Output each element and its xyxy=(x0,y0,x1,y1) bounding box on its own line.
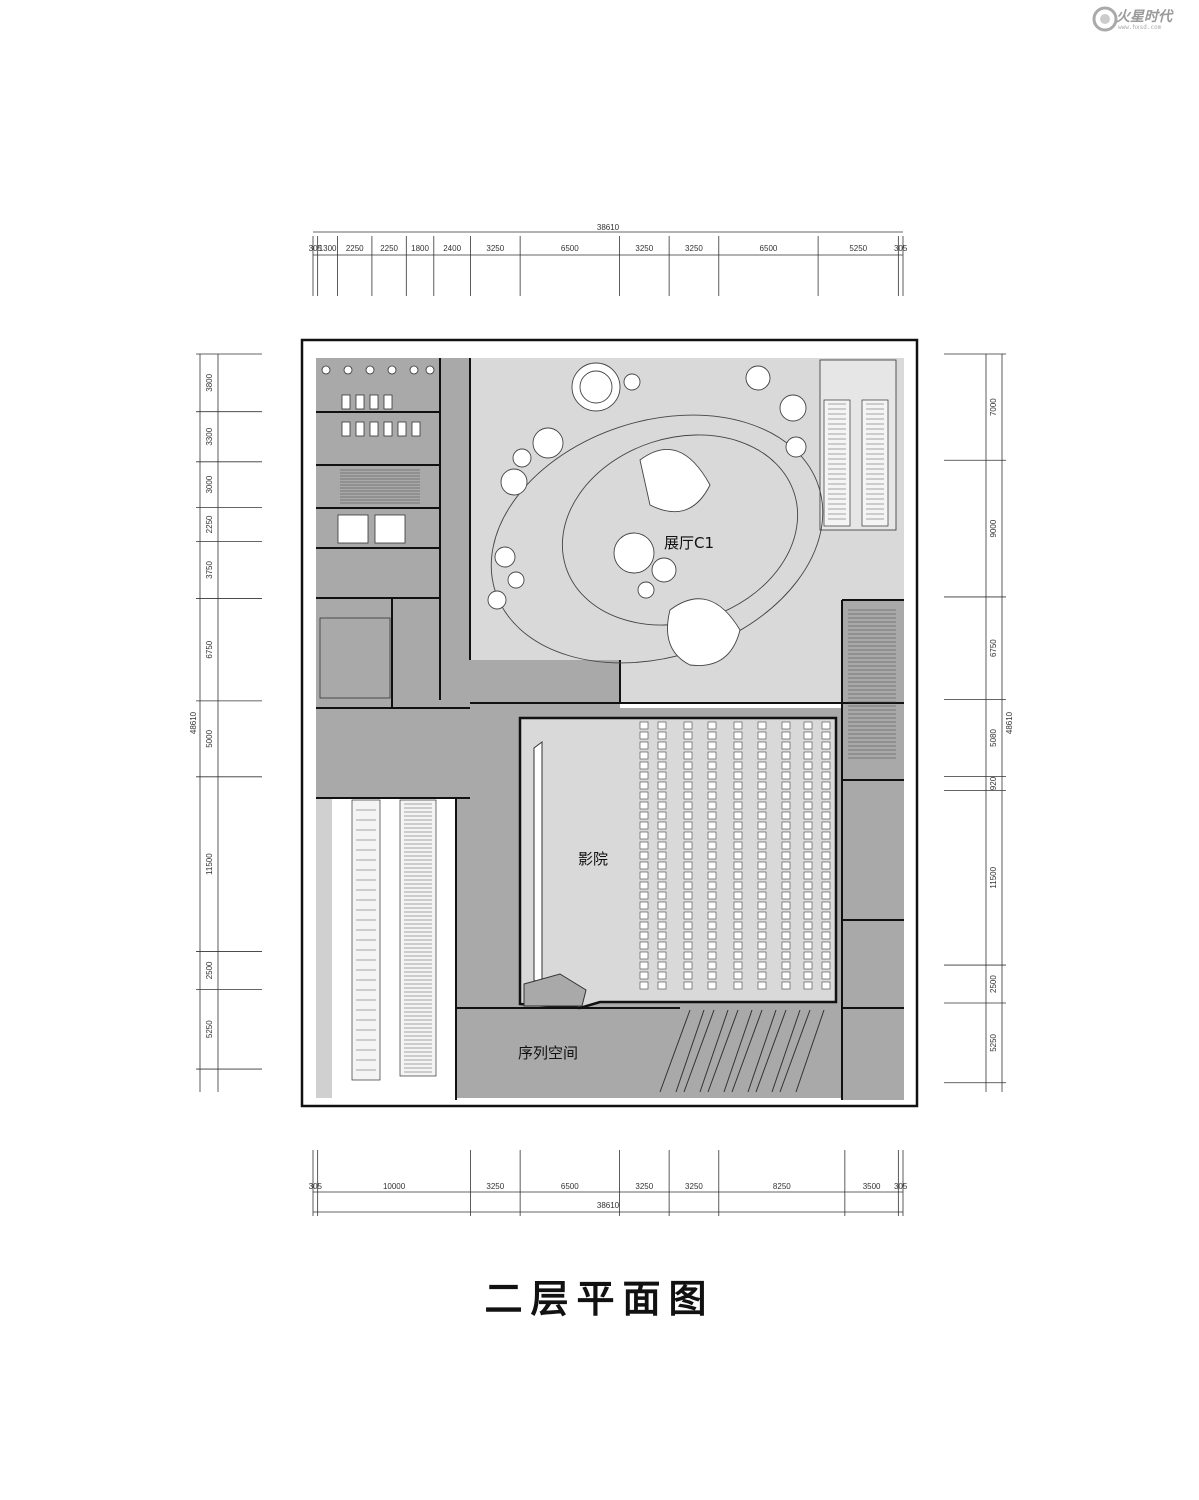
dimension-ticks xyxy=(196,236,1006,1216)
watermark-logo xyxy=(1090,4,1190,38)
dim-left-seg-4: 3750 xyxy=(205,561,214,579)
dimension-lines xyxy=(199,231,1003,1213)
dim-right-seg-7: 5250 xyxy=(989,1033,998,1051)
dim-left-seg-2: 3000 xyxy=(205,475,214,493)
dim-right-seg-0: 7000 xyxy=(989,398,998,416)
dim-bottom-seg-2: 3250 xyxy=(486,1182,504,1191)
dim-left-seg-0: 3800 xyxy=(205,373,214,391)
dim-bottom-seg-1: 10000 xyxy=(383,1182,406,1191)
room-label-sequence: 序列空间 xyxy=(518,1044,578,1062)
dim-bottom-seg-4: 3250 xyxy=(635,1182,653,1191)
drawing-title: 二层平面图 xyxy=(484,1277,715,1321)
escalator-steps xyxy=(356,403,884,1073)
dim-right-total: 48610 xyxy=(1005,711,1014,734)
dim-top-seg-5: 2400 xyxy=(443,244,461,253)
dim-right-seg-2: 6750 xyxy=(989,639,998,657)
dim-right-seg-4: 920 xyxy=(989,776,998,790)
dim-left-seg-3: 2250 xyxy=(205,515,214,533)
exhibition-layout xyxy=(487,362,824,667)
dim-top-seg-3: 2250 xyxy=(380,244,398,253)
cinema-seating xyxy=(639,721,831,990)
room-label-cinema: 影院 xyxy=(578,850,608,868)
dim-top-seg-0: 305 xyxy=(309,244,323,253)
dim-top-seg-2: 2250 xyxy=(346,244,364,253)
stair-lines xyxy=(340,469,896,759)
dim-top-seg-10: 6500 xyxy=(760,244,778,253)
dim-bottom-seg-5: 3250 xyxy=(685,1182,703,1191)
ramp-aisles xyxy=(659,1009,825,1093)
dim-left-seg-7: 11500 xyxy=(205,853,214,875)
watermark-brand: 火星时代 xyxy=(1116,9,1172,25)
dim-left-total: 48610 xyxy=(189,711,198,734)
dim-bottom-seg-6: 8250 xyxy=(773,1182,791,1191)
dim-top-seg-6: 3250 xyxy=(486,244,504,253)
dim-right-seg-5: 11500 xyxy=(989,866,998,888)
dim-bottom-seg-7: 3500 xyxy=(863,1182,881,1191)
dim-bottom-seg-8: 305 xyxy=(894,1182,908,1191)
dim-bottom-total: 38610 xyxy=(597,1201,620,1210)
dim-right-seg-1: 9000 xyxy=(989,519,998,537)
dim-left-seg-8: 2500 xyxy=(205,961,214,979)
dim-right-seg-6: 2500 xyxy=(989,975,998,993)
room-label-exhibition: 展厅C1 xyxy=(664,534,714,552)
dim-bottom-seg-3: 6500 xyxy=(561,1182,579,1191)
dim-top-seg-1: 1300 xyxy=(319,244,337,253)
dim-left-seg-1: 3300 xyxy=(205,427,214,445)
dim-bottom-seg-0: 305 xyxy=(309,1182,323,1191)
dim-left-seg-5: 6750 xyxy=(205,640,214,658)
dim-top-seg-11: 5250 xyxy=(849,244,867,253)
toilet-fixtures xyxy=(319,365,435,699)
dim-left-seg-9: 5250 xyxy=(205,1020,214,1038)
dim-top-seg-4: 1800 xyxy=(411,244,429,253)
dim-top-seg-12: 305 xyxy=(894,244,908,253)
dim-left-seg-6: 5000 xyxy=(205,729,214,747)
dim-top-seg-9: 3250 xyxy=(685,244,703,253)
watermark-url: www.hxsd.com xyxy=(1118,24,1162,31)
walls xyxy=(316,358,904,1100)
dim-top-seg-8: 3250 xyxy=(635,244,653,253)
dim-top-total: 38610 xyxy=(597,223,620,232)
dim-right-seg-3: 5080 xyxy=(989,729,998,747)
dim-top-seg-7: 6500 xyxy=(561,244,579,253)
cinema-screen xyxy=(523,741,587,1007)
